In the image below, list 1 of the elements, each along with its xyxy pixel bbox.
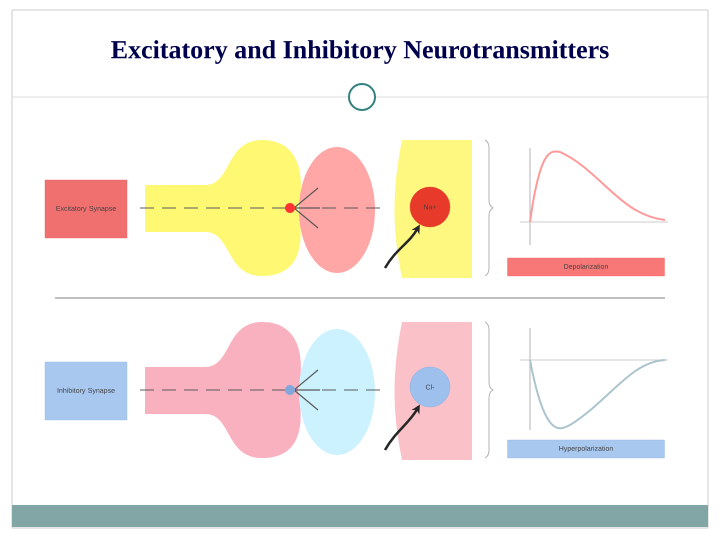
title: Excitatory and Inhibitory Neurotransmitters xyxy=(111,40,609,64)
